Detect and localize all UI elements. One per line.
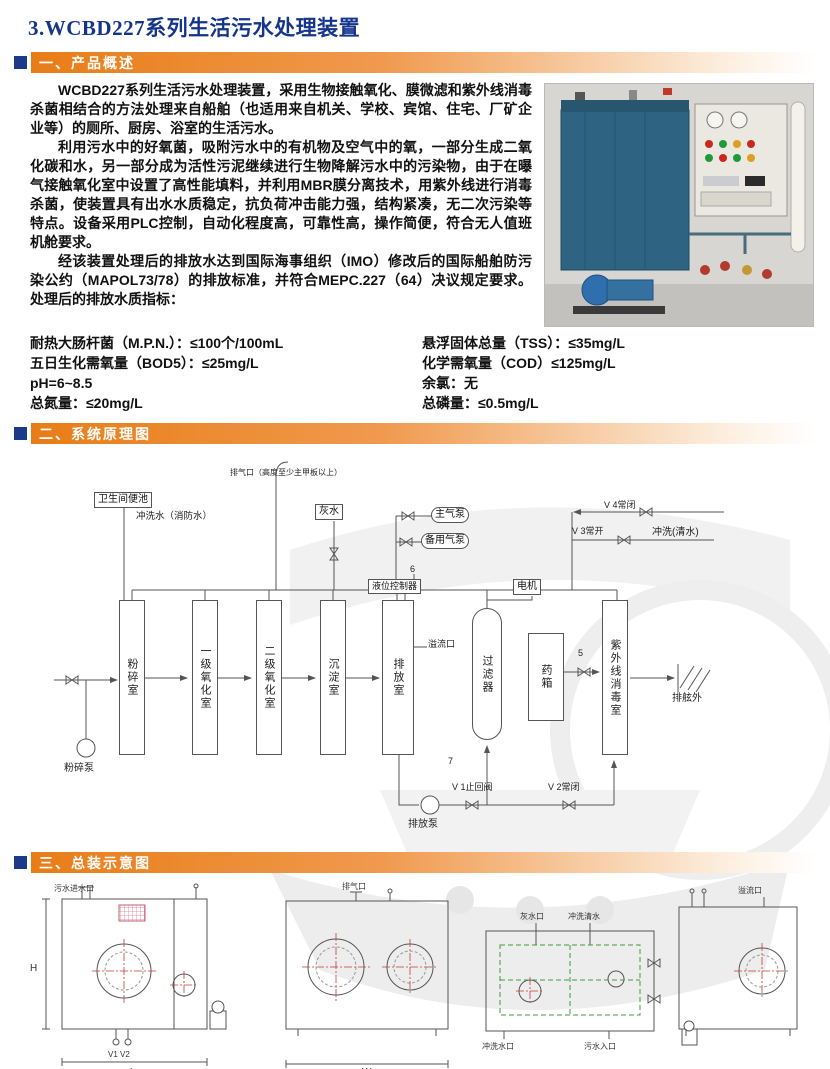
crush-pump-label: 粉碎泵 bbox=[64, 763, 94, 774]
overflow-label: 溢流口 bbox=[428, 639, 456, 649]
sewage-inlet-label: 污水入口 bbox=[584, 1041, 616, 1051]
product-photo-illustration bbox=[545, 84, 813, 326]
discharge-pump-label: 排放泵 bbox=[408, 819, 438, 830]
assembly-view-side bbox=[42, 883, 227, 1066]
level-controller-box: 液位控制器 bbox=[368, 579, 422, 594]
filter-vessel: 过滤器 bbox=[472, 608, 502, 740]
spec-item: 五日生化需氧量（BOD5）：≤25mg/L bbox=[30, 355, 259, 371]
section-header-assembly: 三、总装示意图 bbox=[14, 852, 816, 873]
spec-list: 耐热大肠杆菌（M.P.N.）：≤100个/100mL 五日生化需氧量（BOD5）… bbox=[30, 333, 814, 413]
rinse-port-label: 冲洗水口 bbox=[482, 1041, 514, 1051]
sewage-inlet-pipe-label: 污水进水口 bbox=[54, 883, 94, 893]
product-photo bbox=[544, 83, 814, 327]
gray-water-box: 灰水 bbox=[315, 504, 343, 520]
spec-item: 悬浮固体总量（TSS）：≤35mg/L bbox=[422, 335, 625, 351]
chamber-oxidation-2: 二级氧化室 bbox=[256, 600, 282, 755]
chamber-crush: 粉碎室 bbox=[119, 600, 145, 755]
overflow-port-label: 溢流口 bbox=[738, 885, 762, 895]
num7-label: 7 bbox=[448, 756, 454, 766]
valve-v1-label: V 1止回阀 bbox=[452, 782, 493, 792]
valve-v3-label: V 3常开 bbox=[572, 526, 604, 536]
spec-item: 余氯：无 bbox=[422, 375, 478, 391]
gray-water-port-label: 灰水口 bbox=[520, 911, 544, 921]
spec-item: 耐热大肠杆菌（M.P.N.）：≤100个/100mL bbox=[30, 335, 284, 351]
medicine-box: 药箱 bbox=[528, 633, 564, 721]
assembly-drawings: 污水进水口 V1 V2 H L bbox=[24, 879, 806, 1069]
product-overview: WCBD227系列生活污水处理装置，采用生物接触氧化、膜微滤和紫外线消毒杀菌相结… bbox=[0, 79, 830, 413]
main-air-pump-box: 主气泵 bbox=[431, 507, 469, 523]
overview-paragraph-1: WCBD227系列生活污水处理装置，采用生物接触氧化、膜微滤和紫外线消毒杀菌相结… bbox=[30, 82, 532, 136]
motor-box: 电机 bbox=[513, 579, 541, 595]
chamber-discharge: 排放室 bbox=[382, 600, 414, 755]
overview-paragraph-2: 利用污水中的好氧菌，吸附污水中的有机物及空气中的氧，一部分生成二氧化碳和水，另一… bbox=[30, 139, 532, 250]
spec-item: 总磷量：≤0.5mg/L bbox=[422, 395, 539, 411]
dimension-w-label: W bbox=[362, 1067, 372, 1069]
valve-v4-label: V 4常闭 bbox=[604, 500, 636, 510]
vent-label: 排气口（高度至少主甲板以上） bbox=[230, 468, 342, 477]
backup-air-pump-box: 备用气泵 bbox=[421, 533, 469, 549]
num6-label: 6 bbox=[410, 564, 416, 574]
vent-port-label: 排气口 bbox=[342, 881, 366, 891]
chamber-oxidation-1: 一级氧化室 bbox=[192, 600, 218, 755]
section-header-schematic: 二、系统原理图 bbox=[14, 423, 816, 444]
section1-title: 一、产品概述 bbox=[39, 54, 135, 71]
v1v2-label: V1 V2 bbox=[108, 1050, 130, 1059]
dimension-l-label: L bbox=[130, 1067, 136, 1069]
overview-paragraph-3: 经该装置处理后的排放水达到国际海事组织（IMO）修改后的国际船舶防污染公约（MA… bbox=[30, 253, 532, 307]
section3-title: 三、总装示意图 bbox=[39, 854, 151, 871]
page-title: 3.WCBD227系列生活污水处理装置 bbox=[28, 16, 361, 40]
rinse-label: 冲洗(清水) bbox=[652, 527, 699, 538]
assembly-view-end bbox=[678, 888, 798, 1046]
dimension-h-label: H bbox=[30, 963, 37, 974]
valve-v2-label: V 2常闭 bbox=[548, 782, 580, 792]
assembly-view-front bbox=[285, 888, 449, 1068]
section-marker-icon bbox=[14, 56, 27, 69]
system-schematic: 排气口（高度至少主甲板以上） 卫生间便池 冲洗水（消防水） 灰水 主气泵 备用气… bbox=[24, 450, 806, 842]
flush-water-label: 冲洗水（消防水） bbox=[136, 511, 213, 522]
spec-item: 总氮量：≤20mg/L bbox=[30, 395, 143, 411]
num5-label: 5 bbox=[578, 648, 584, 658]
chamber-sediment: 沉淀室 bbox=[320, 600, 346, 755]
section-header-overview: 一、产品概述 bbox=[14, 52, 816, 73]
spec-item: pH=6~8.5 bbox=[30, 375, 93, 391]
overboard-label: 排舷外 bbox=[672, 693, 702, 704]
assembly-view-top bbox=[485, 923, 661, 1039]
assembly-drawings-svg: 污水进水口 V1 V2 H L bbox=[30, 881, 798, 1069]
spec-item: 化学需氧量（COD）≤125mg/L bbox=[422, 355, 616, 371]
uv-disinfection-chamber: 紫外线消毒室 bbox=[602, 600, 628, 755]
toilet-box: 卫生间便池 bbox=[94, 492, 152, 508]
section-marker-icon bbox=[14, 856, 27, 869]
rinse-clean-water-label: 冲洗清水 bbox=[568, 911, 600, 921]
section2-title: 二、系统原理图 bbox=[39, 425, 151, 442]
section-marker-icon bbox=[14, 427, 27, 440]
